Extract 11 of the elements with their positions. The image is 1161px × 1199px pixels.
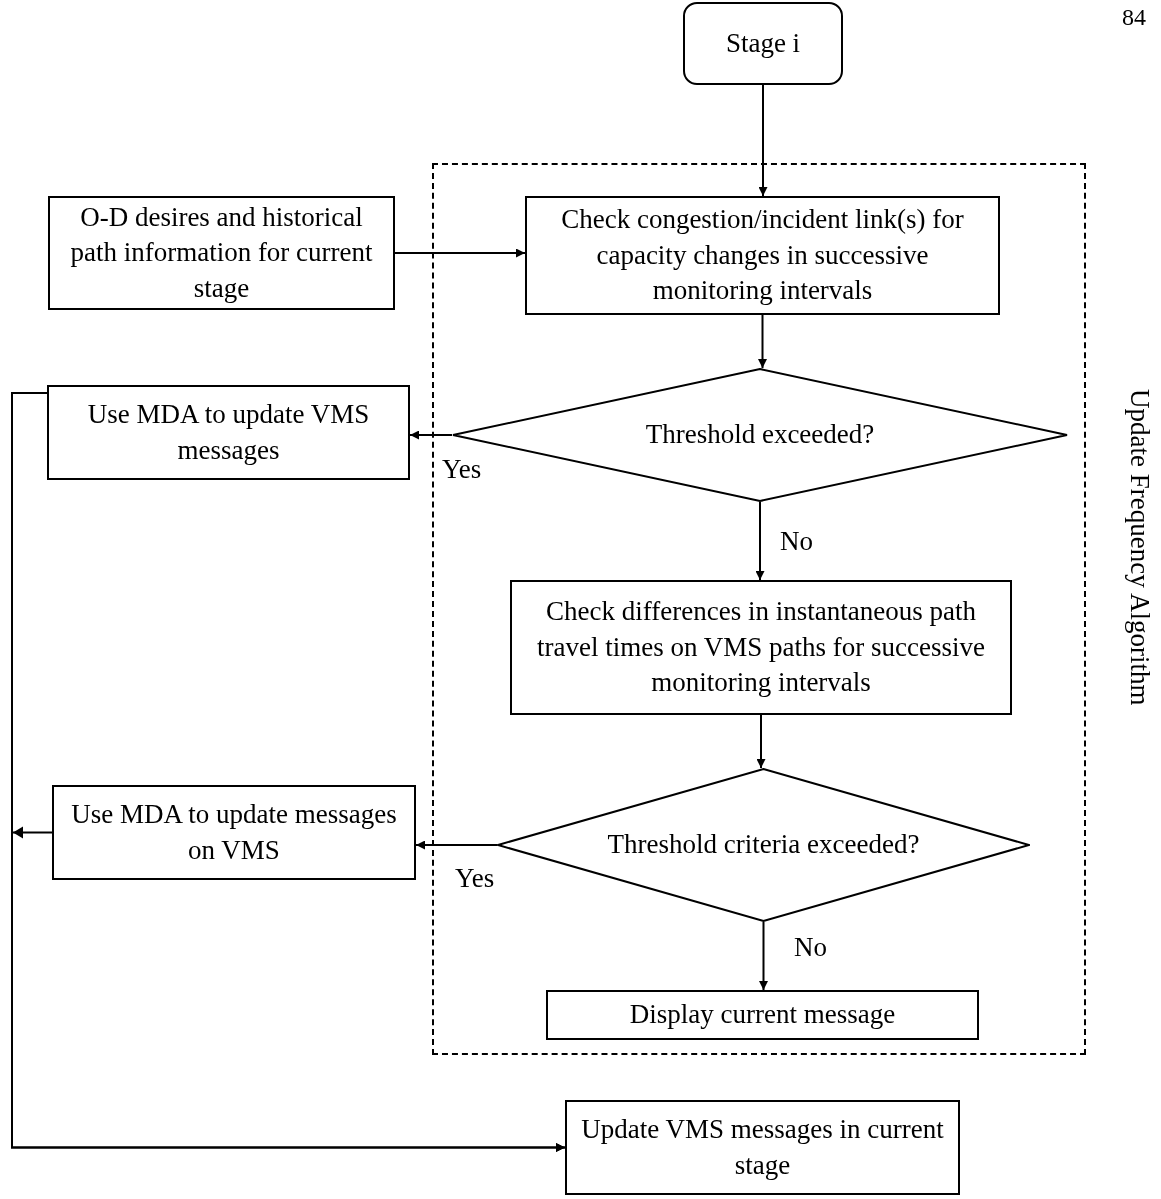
process-box: O-D desires and historical path information for current stage (48, 196, 395, 310)
page-number: 84 (1122, 4, 1146, 31)
start-box: Stage i (683, 2, 843, 85)
process-box: Update VMS messages in current stage (565, 1100, 960, 1195)
process-box: Use MDA to update VMS messages (47, 385, 410, 480)
group-title: Update Frequency Algorithm (1124, 389, 1155, 706)
process-box: Check differences in instantaneous path travel times on VMS paths for successive monitoring intervals (510, 580, 1012, 715)
process-box: Display current message (546, 990, 979, 1040)
process-box: Use MDA to update messages on VMS (52, 785, 416, 880)
decision-diamond: Threshold criteria exceeded? (497, 768, 1030, 922)
process-box: Check congestion/incident link(s) for capacity changes in successive monitoring intervals (525, 196, 1000, 315)
